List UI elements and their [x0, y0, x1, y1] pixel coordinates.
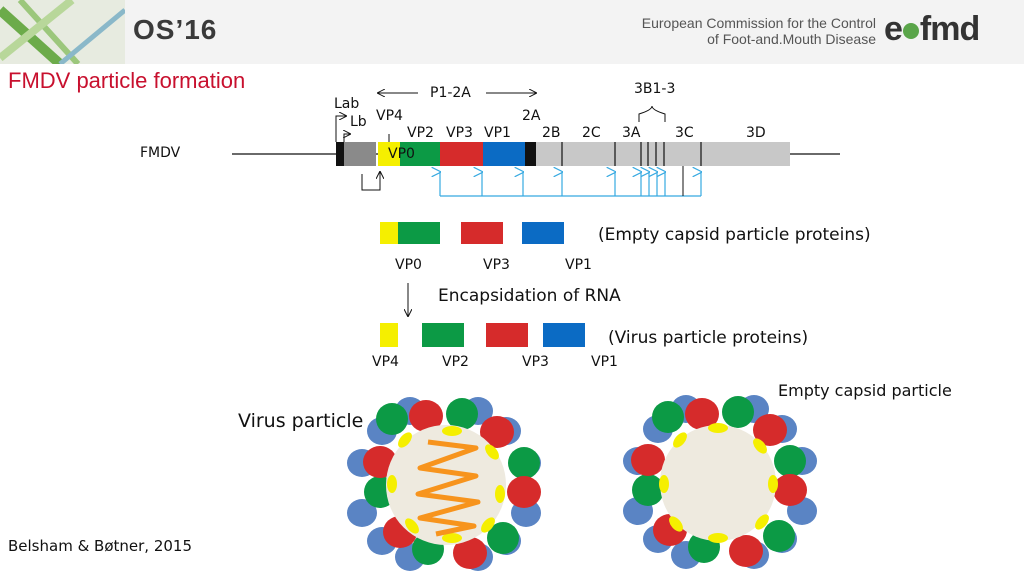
virus-proteins-caption: (Virus particle proteins)	[608, 328, 809, 348]
empty-vp1-label: VP1	[565, 257, 592, 273]
virus-particle-graphic	[347, 397, 541, 571]
virion-vp4-block	[380, 323, 398, 347]
genome-2b-label: 2B	[542, 125, 561, 141]
genome-3c-label: 3C	[675, 125, 694, 141]
genome-name-label: FMDV	[140, 145, 181, 161]
genome-vp0-label: VP0	[388, 146, 415, 162]
slide-title: FMDV particle formation	[8, 68, 246, 93]
segment-leader	[344, 142, 376, 166]
p1-2a-region-label: P1-2A	[430, 85, 471, 101]
empty-vp3-label: VP3	[483, 257, 510, 273]
virion-vp1-label: VP1	[591, 354, 618, 370]
virion-vp2-block	[422, 323, 464, 347]
segment-nonstructural	[536, 142, 790, 166]
empty-proteins-caption: (Empty capsid particle proteins)	[598, 225, 871, 245]
lb-label: Lb	[350, 114, 367, 130]
virion-vp3-block	[486, 323, 528, 347]
empty-vp0-vp4-part	[380, 222, 398, 244]
rna-genome-coil	[415, 439, 481, 537]
virion-vp2-label: VP2	[442, 354, 469, 370]
virion-vp3-label: VP3	[522, 354, 549, 370]
event-name: OS’16	[133, 14, 218, 45]
genome-vp2-label: VP2	[407, 125, 434, 141]
os16-logo-art	[0, 0, 125, 64]
segment-vp4	[378, 142, 400, 166]
genome-2a-label: 2A	[522, 108, 541, 124]
lab-label: Lab	[334, 96, 360, 112]
segment-2a	[525, 142, 536, 166]
organisation-name: European Commission for the Control of F…	[642, 15, 876, 47]
organisation-line-1: European Commission for the Control	[641, 15, 876, 31]
empty-capsid-graphic	[623, 395, 817, 569]
empty-capsid-label: Empty capsid particle	[778, 381, 952, 400]
empty-vp3-block	[461, 222, 503, 244]
segment-vp2	[400, 142, 440, 166]
lb-start-arrow	[344, 134, 350, 142]
header-bar	[0, 0, 1024, 64]
lab-start-arrow	[335, 116, 346, 142]
3b-bracket	[638, 105, 666, 122]
genome-vp4-label: VP4	[376, 108, 403, 124]
empty-vp0-vp2-part	[398, 222, 440, 244]
genome-3a-label: 3A	[622, 125, 641, 141]
segment-lab-start	[336, 142, 344, 166]
logo-prefix: e	[884, 10, 903, 48]
organisation-line-2: of Foot-and.Mouth Disease	[707, 31, 876, 47]
genome-vp3-label: VP3	[446, 125, 473, 141]
virion-vp4-label: VP4	[372, 354, 399, 370]
virion-vp1-block	[543, 323, 585, 347]
citation: Belsham & Bøtner, 2015	[8, 537, 193, 555]
segment-vp1	[483, 142, 525, 166]
logo-leaf-icon	[902, 23, 919, 39]
genome-2c-label: 2C	[582, 125, 601, 141]
segment-vp3	[440, 142, 483, 166]
3b-region-label: 3B1-3	[634, 81, 676, 97]
encapsidation-label: Encapsidation of RNA	[438, 286, 621, 306]
lpro-cleavage-loop	[361, 172, 380, 191]
genome-vp1-label: VP1	[484, 125, 511, 141]
empty-vp1-block	[522, 222, 564, 244]
empty-vp0-label: VP0	[395, 257, 422, 273]
virus-particle-label: Virus particle	[238, 410, 364, 432]
logo-suffix: fmd	[919, 10, 980, 48]
genome-3d-label: 3D	[746, 125, 766, 141]
